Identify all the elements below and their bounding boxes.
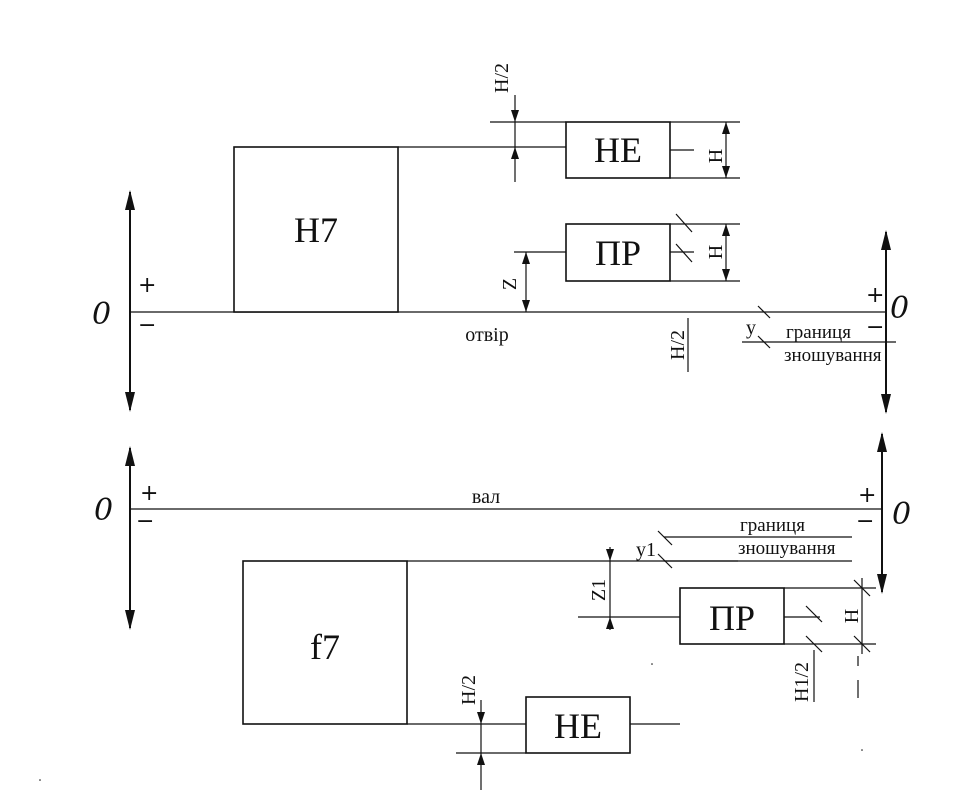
shaft-y1-label: y1	[636, 539, 656, 561]
hole-nogo-gauge	[565, 121, 671, 179]
shaft-tolerance-field	[242, 560, 408, 725]
hole-wear-label-2: зношування	[784, 345, 882, 366]
shaft-wear-label-1: границя	[740, 515, 805, 536]
shaft-field-label: f7	[310, 627, 340, 667]
shaft-caption: вал	[472, 486, 500, 508]
hole-left-axis-arrow-up	[125, 190, 135, 210]
shaft-plus-sign-left: +	[140, 481, 158, 506]
hole-nogo-gauge-label: НЕ	[594, 130, 642, 170]
shaft-nogo-gauge	[525, 696, 631, 754]
hole-zero-label-left: 0	[92, 297, 111, 332]
shaft-minus-sign-left: −	[136, 509, 154, 534]
hole-minus-sign-right: −	[866, 315, 884, 340]
hole-nogo-h-label: H	[705, 149, 727, 163]
hole-diagram: 0 0 + − + − H7 НЕ H H/2 ПР	[92, 63, 909, 414]
hole-field-label: H7	[294, 210, 338, 250]
hole-go-gauge-label: ПР	[595, 233, 641, 273]
shaft-diagram: 0 0 + − + − вал f7 y1 границя зношування…	[39, 432, 911, 790]
hole-minus-sign-left: −	[138, 313, 156, 338]
shaft-go-gauge-label: ПР	[709, 598, 755, 638]
hole-left-axis-arrow-down	[125, 392, 135, 412]
shaft-plus-sign-right: +	[858, 483, 876, 508]
shaft-nogo-gauge-label: НЕ	[554, 706, 602, 746]
hole-plus-sign-left: +	[138, 273, 156, 298]
shaft-go-gauge	[679, 587, 785, 645]
hole-nogo-h2-label: H/2	[491, 63, 513, 93]
hole-right-axis-arrow-down	[881, 394, 891, 414]
hole-tolerance-field	[233, 146, 399, 313]
hole-h2-lower-label: H/2	[667, 330, 689, 360]
shaft-zero-label-left: 0	[94, 493, 113, 528]
shaft-h1-2-label: H1/2	[791, 662, 813, 702]
shaft-zero-label-right: 0	[892, 497, 911, 532]
hole-zero-label-right: 0	[890, 291, 909, 326]
shaft-wear-label-2: зношування	[738, 538, 836, 559]
hole-plus-sign-right: +	[866, 283, 884, 308]
hole-right-axis-arrow-up	[881, 230, 891, 250]
hole-y-label: y	[746, 317, 756, 339]
shaft-minus-sign-right: −	[856, 509, 874, 534]
hole-z-label: Z	[499, 278, 521, 290]
hole-go-h-label: H	[705, 245, 727, 259]
hole-caption: отвір	[465, 324, 508, 346]
hole-wear-label-1: границя	[786, 322, 851, 343]
shaft-nogo-h2-label: H/2	[458, 675, 480, 705]
shaft-z1-label: Z1	[588, 579, 610, 601]
shaft-go-h-label: H	[841, 609, 863, 623]
